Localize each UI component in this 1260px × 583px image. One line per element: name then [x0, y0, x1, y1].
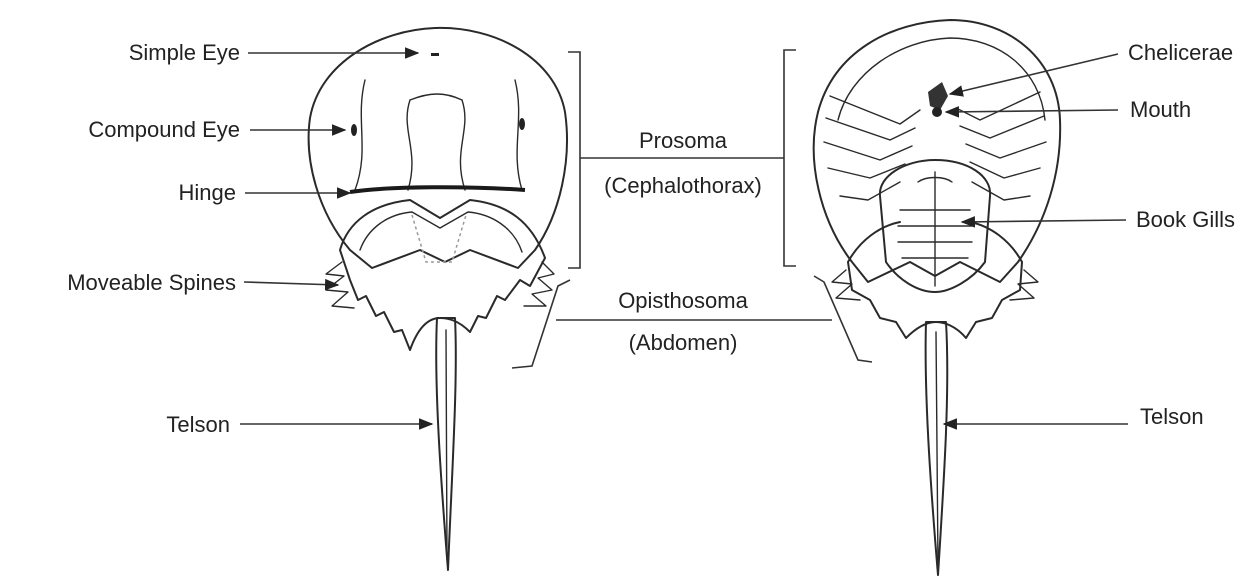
opisthosoma-bracket-left — [512, 280, 570, 368]
opisthosoma-bracket-right — [814, 276, 872, 362]
label-abdomen: (Abdomen) — [629, 330, 738, 355]
dorsal-view-crab — [309, 28, 567, 570]
label-prosoma: Prosoma — [639, 128, 728, 153]
simple-eye-marker — [431, 53, 439, 56]
label-moveable-spines: Moveable Spines — [67, 270, 236, 295]
label-opisthosoma: Opisthosoma — [618, 288, 748, 313]
label-mouth: Mouth — [1130, 97, 1191, 122]
label-chelicerae: Chelicerae — [1128, 40, 1233, 65]
mouth-marker — [932, 107, 942, 117]
prosoma-bracket-left — [568, 52, 580, 268]
label-book-gills: Book Gills — [1136, 207, 1235, 232]
label-telson-left: Telson — [166, 412, 230, 437]
compound-eye-right-marker — [519, 118, 525, 130]
compound-eye-left-marker — [351, 124, 357, 136]
ventral-view-crab — [814, 20, 1060, 575]
label-simple-eye: Simple Eye — [129, 40, 240, 65]
prosoma-bracket-right — [784, 50, 796, 266]
label-hinge: Hinge — [179, 180, 236, 205]
chelicerae-cluster — [928, 82, 948, 110]
label-cephalothorax: (Cephalothorax) — [604, 173, 762, 198]
dorsal-opisthosoma — [340, 200, 545, 350]
label-telson-right: Telson — [1140, 404, 1204, 429]
label-compound-eye: Compound Eye — [88, 117, 240, 142]
hinge-line — [350, 187, 525, 192]
